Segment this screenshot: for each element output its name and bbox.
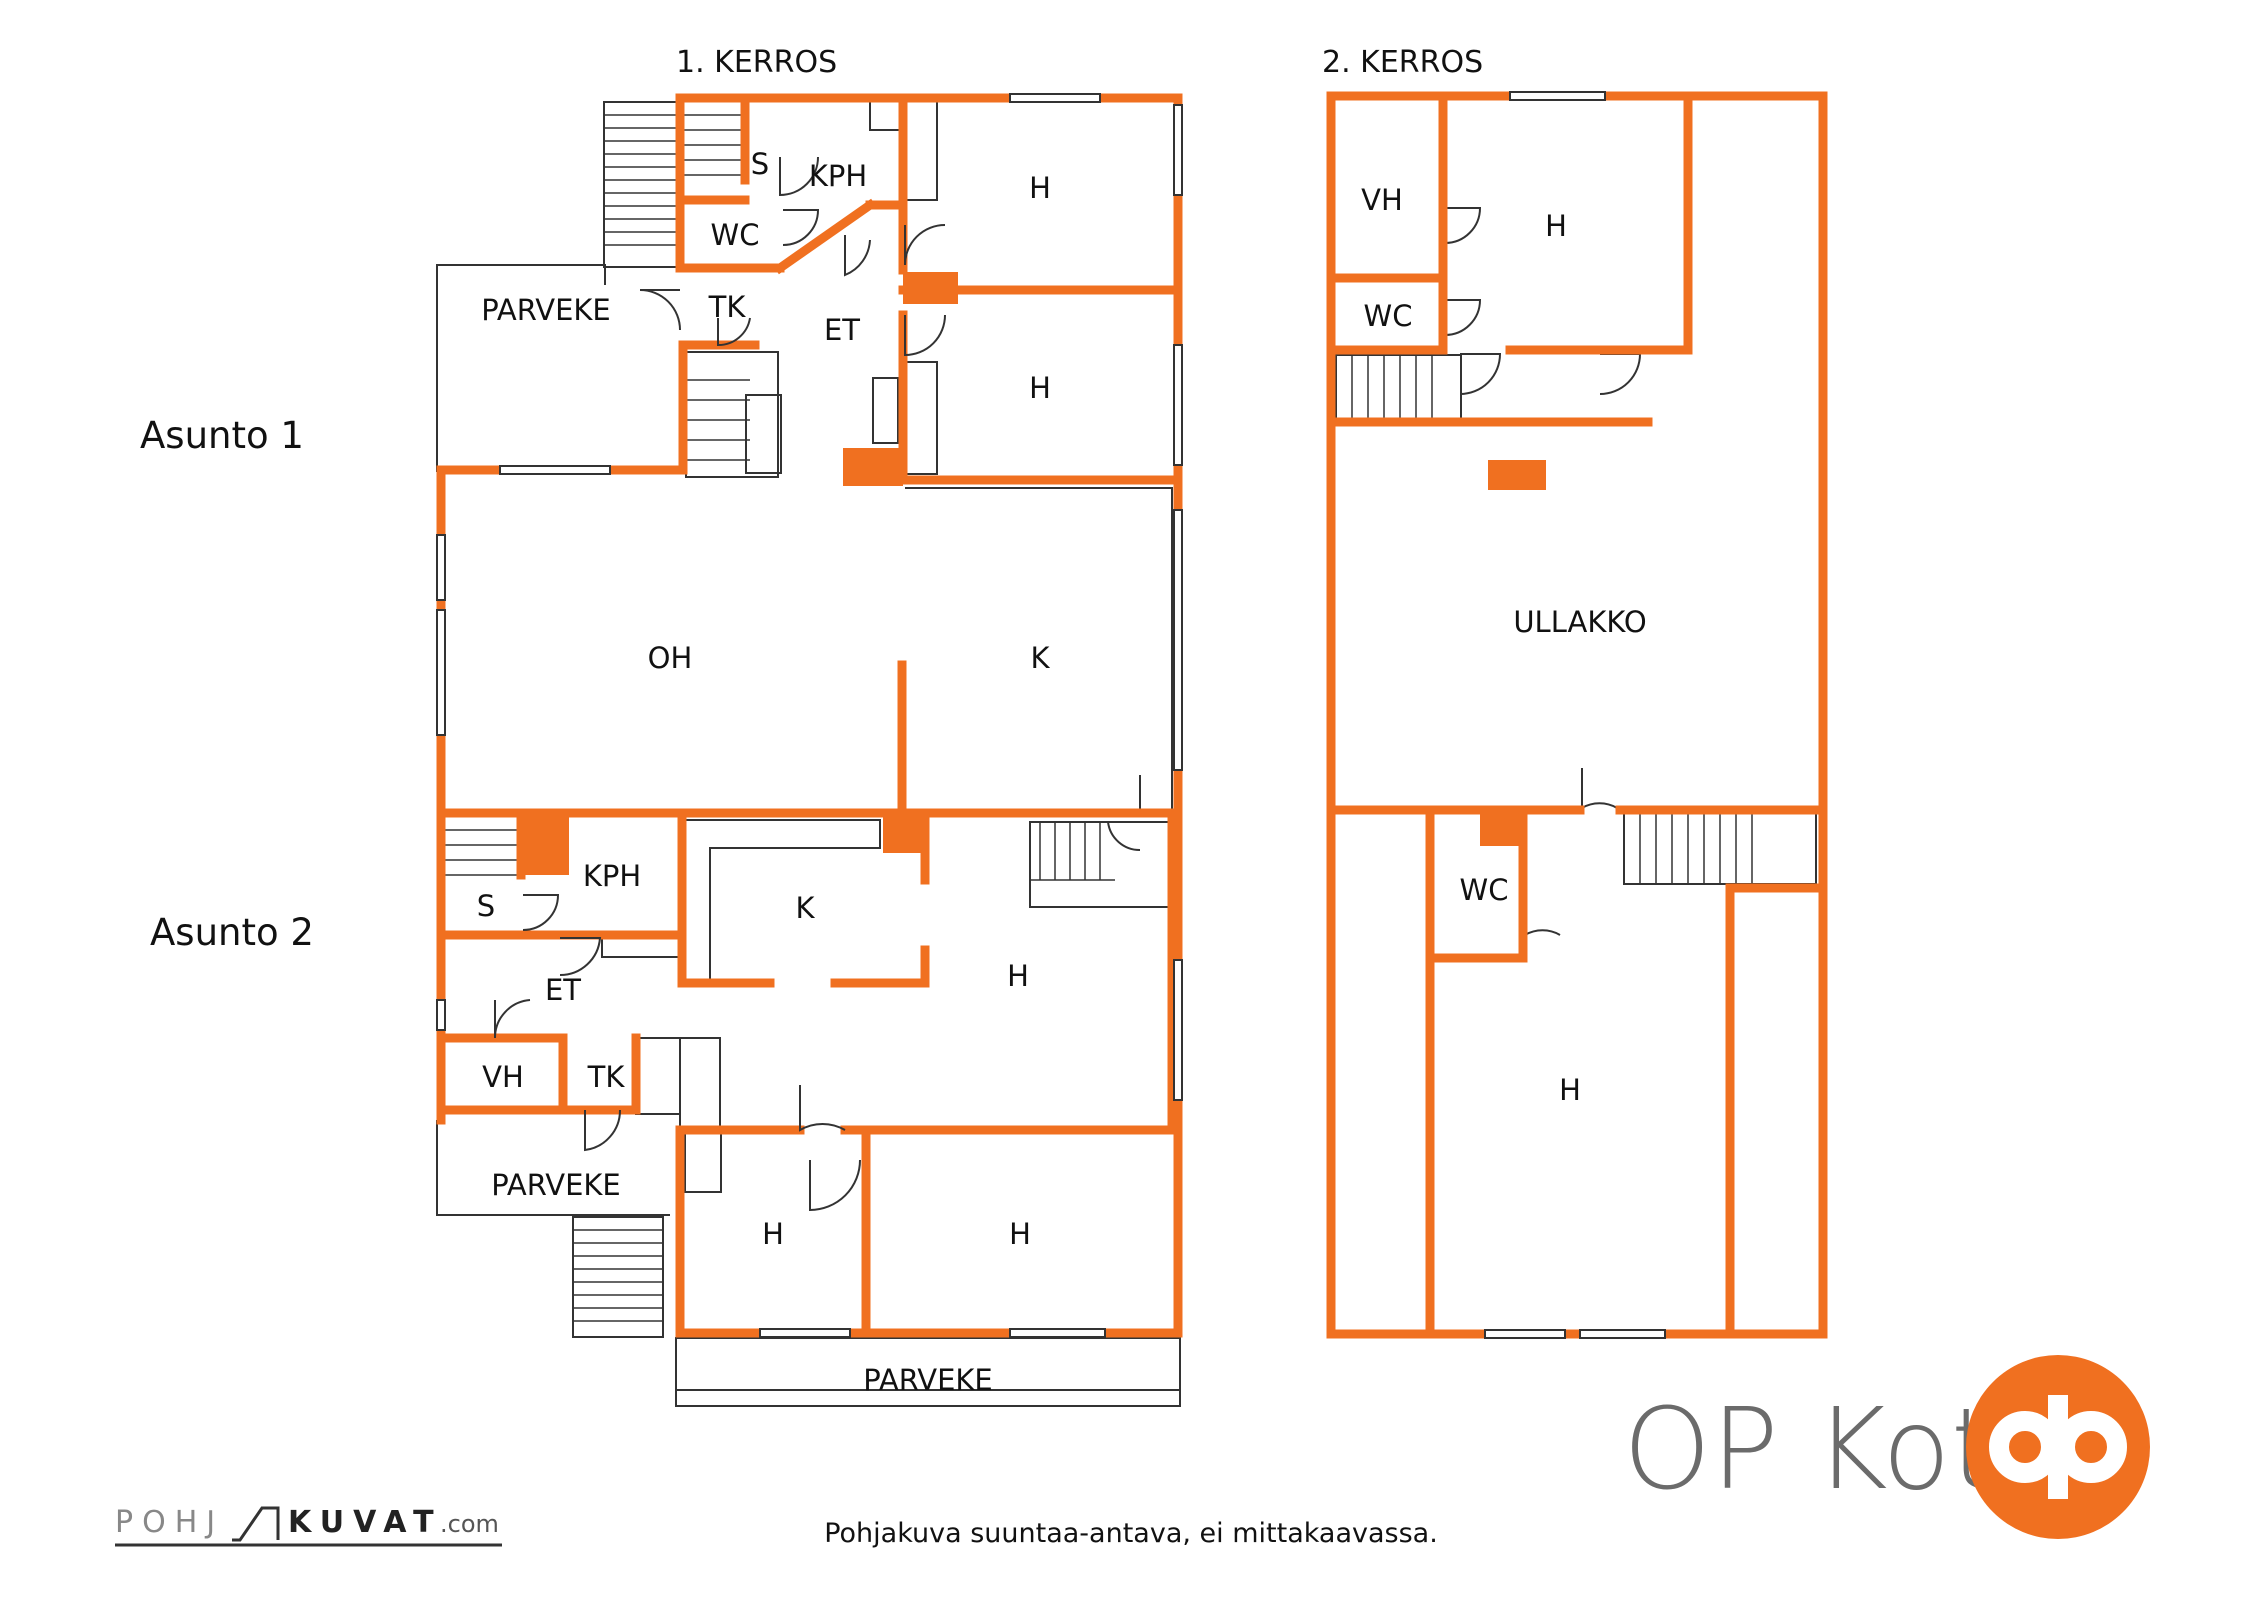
room-wc-top-floor2: WC	[1364, 299, 1413, 333]
pohjakuvat-logo: POHJ KUVAT .com	[115, 1505, 502, 1547]
room-et-unit1: ET	[824, 313, 860, 347]
floor2-solid-blocks	[1480, 460, 1546, 846]
floor2-walls	[1326, 91, 1828, 1339]
room-oh-unit1: OH	[648, 641, 693, 675]
unit2-label: Asunto 2	[150, 911, 314, 954]
floor1-windows	[436, 93, 1183, 1338]
room-parveke-bottom-unit2: PARVEKE	[863, 1363, 993, 1397]
room-vh-floor2: VH	[1361, 183, 1403, 217]
floor2-heading: 2. KERROS	[1322, 45, 1483, 80]
room-ullakko-floor2: ULLAKKO	[1513, 605, 1646, 639]
room-h-mid-unit1: H	[1029, 371, 1051, 405]
stair-treads	[445, 114, 1115, 1322]
disclaimer-note: Pohjakuva suuntaa-antava, ei mittakaavas…	[824, 1518, 1438, 1549]
pohjakuvat-logo-right: KUVAT	[288, 1505, 443, 1540]
room-s-unit1: S	[751, 147, 769, 181]
room-h-big-unit2: H	[1007, 959, 1029, 993]
floor1-walls	[436, 93, 1183, 1338]
room-vh-unit2: VH	[482, 1060, 524, 1094]
room-h-top-unit1: H	[1029, 171, 1051, 205]
pohjakuvat-logo-mark	[232, 1506, 280, 1542]
room-et-unit2: ET	[545, 973, 581, 1007]
floor1-heading: 1. KERROS	[676, 45, 837, 80]
room-tk-unit1: TK	[708, 290, 747, 324]
room-k-unit2: K	[795, 891, 815, 925]
room-h-right-unit2: H	[1009, 1217, 1031, 1251]
floor2-stair-treads	[1351, 355, 1753, 884]
floor1-solid-blocks	[525, 272, 958, 875]
pohjakuvat-logo-com: .com	[440, 1510, 499, 1538]
unit1-label: Asunto 1	[140, 414, 304, 457]
room-k-unit1: K	[1030, 641, 1050, 675]
op-logo-icon	[1966, 1355, 2150, 1539]
room-wc-unit1: WC	[711, 218, 760, 252]
room-tk-unit2: TK	[587, 1060, 626, 1094]
floor1-doors	[493, 156, 1141, 1212]
room-wc-bottom-floor2: WC	[1460, 873, 1509, 907]
floor2-plan	[1326, 91, 1828, 1339]
room-parveke-unit1: PARVEKE	[481, 293, 611, 327]
room-kph-unit1: KPH	[809, 159, 867, 193]
room-h-bottom-floor2: H	[1559, 1073, 1581, 1107]
room-s-unit2: S	[477, 889, 495, 923]
pohjakuvat-logo-left: POHJ	[115, 1505, 224, 1540]
room-h-top-floor2: H	[1545, 209, 1567, 243]
floor2-windows	[1484, 91, 1666, 1339]
room-kph-unit2: KPH	[583, 859, 641, 893]
op-koti-brand: OP Koti	[1623, 1385, 2026, 1515]
room-parveke-left-unit2: PARVEKE	[491, 1168, 621, 1202]
room-h-small-unit2: H	[762, 1217, 784, 1251]
floor1-plan	[436, 93, 1183, 1407]
